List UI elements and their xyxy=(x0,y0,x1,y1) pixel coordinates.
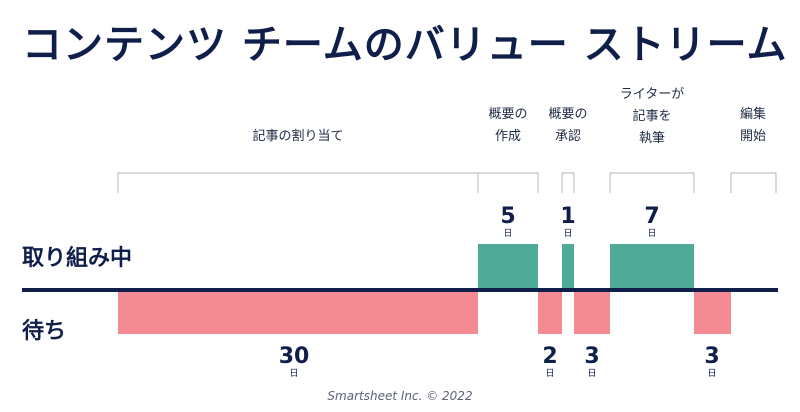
duration-value: 3 xyxy=(704,344,720,369)
wait-duration-editing: 3 日 xyxy=(704,346,719,379)
duration-unit: 日 xyxy=(587,369,597,379)
duration-unit: 日 xyxy=(647,229,657,239)
duration-unit: 日 xyxy=(503,229,513,239)
bracket-assignment xyxy=(117,172,479,193)
duration-value: 7 xyxy=(644,204,660,229)
bracket-editing xyxy=(730,172,777,193)
duration-unit: 日 xyxy=(545,369,555,379)
active-block-outline xyxy=(478,244,538,290)
wait-block-editing xyxy=(694,292,731,334)
timeline-axis xyxy=(22,288,778,292)
row-label-waiting: 待ち xyxy=(22,319,67,344)
wait-block-approval xyxy=(574,292,610,334)
row-label-active: 取り組み中 xyxy=(22,246,133,271)
bracket-outline xyxy=(477,172,539,193)
stage-label-outline: 概要の 作成 xyxy=(488,107,528,144)
duration-value: 1 xyxy=(560,204,576,229)
active-block-writing xyxy=(610,244,694,290)
duration-unit: 日 xyxy=(289,369,299,379)
duration-value: 5 xyxy=(500,204,516,229)
wait-duration-outline: 2 日 xyxy=(542,346,557,379)
duration-value: 3 xyxy=(584,344,600,369)
active-duration-approval: 1 日 xyxy=(560,206,575,239)
active-duration-outline: 5 日 xyxy=(500,206,515,239)
duration-unit: 日 xyxy=(707,369,717,379)
duration-unit: 日 xyxy=(563,229,573,239)
wait-block-outline xyxy=(538,292,562,334)
stage-label-writing: ライターが 記事を 執筆 xyxy=(619,87,685,146)
page-title: コンテンツ チームのバリュー ストリーム xyxy=(22,22,788,68)
stage-label-editing: 編集 開始 xyxy=(739,107,767,144)
wait-duration-assignment: 30 日 xyxy=(279,346,310,379)
duration-value: 2 xyxy=(542,344,558,369)
wait-duration-approval: 3 日 xyxy=(584,346,599,379)
wait-block-assignment xyxy=(118,292,478,334)
bracket-writing xyxy=(609,172,695,193)
stage-label-approval: 概要の 承認 xyxy=(548,107,588,144)
duration-value: 30 xyxy=(278,344,310,369)
active-block-approval xyxy=(562,244,574,290)
stage-brackets xyxy=(117,172,777,193)
stage-label-assignment: 記事の割り当て xyxy=(252,129,344,144)
footer-credit: Smartsheet Inc. © 2022 xyxy=(327,389,473,403)
active-duration-writing: 7 日 xyxy=(644,206,659,239)
bracket-approval xyxy=(561,172,575,193)
